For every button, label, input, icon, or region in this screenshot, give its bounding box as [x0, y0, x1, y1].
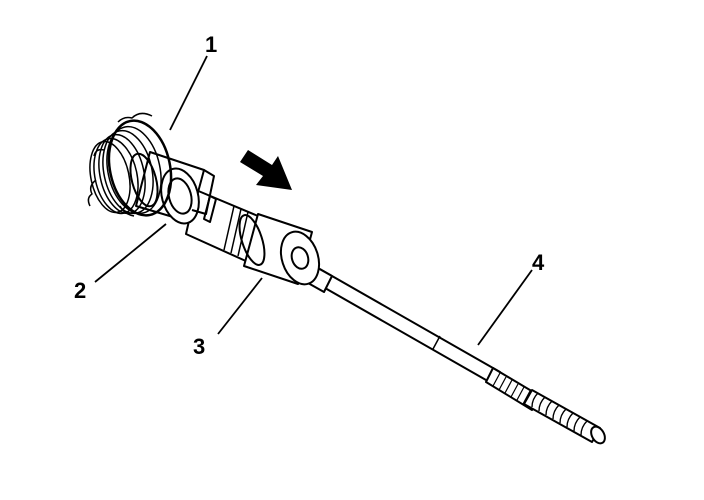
- spline-lines: [492, 372, 531, 405]
- callout-1: 1: [205, 32, 217, 57]
- seal-housing: [87, 112, 173, 217]
- leader-line-2: [94, 223, 167, 283]
- leader-lines: [94, 55, 533, 346]
- callout-2: 2: [74, 278, 86, 303]
- callouts: 1 2 3 4: [74, 32, 545, 359]
- leader-line-4: [477, 269, 533, 346]
- leader-line-1: [169, 55, 208, 131]
- callout-3: 3: [193, 334, 205, 359]
- rod-assembly: [310, 267, 606, 445]
- leader-line-3: [217, 277, 263, 335]
- arrow-right-down-icon: [240, 150, 292, 190]
- thread-lines: [531, 392, 588, 436]
- driver-adapter: [185, 189, 321, 286]
- callout-4: 4: [532, 250, 545, 275]
